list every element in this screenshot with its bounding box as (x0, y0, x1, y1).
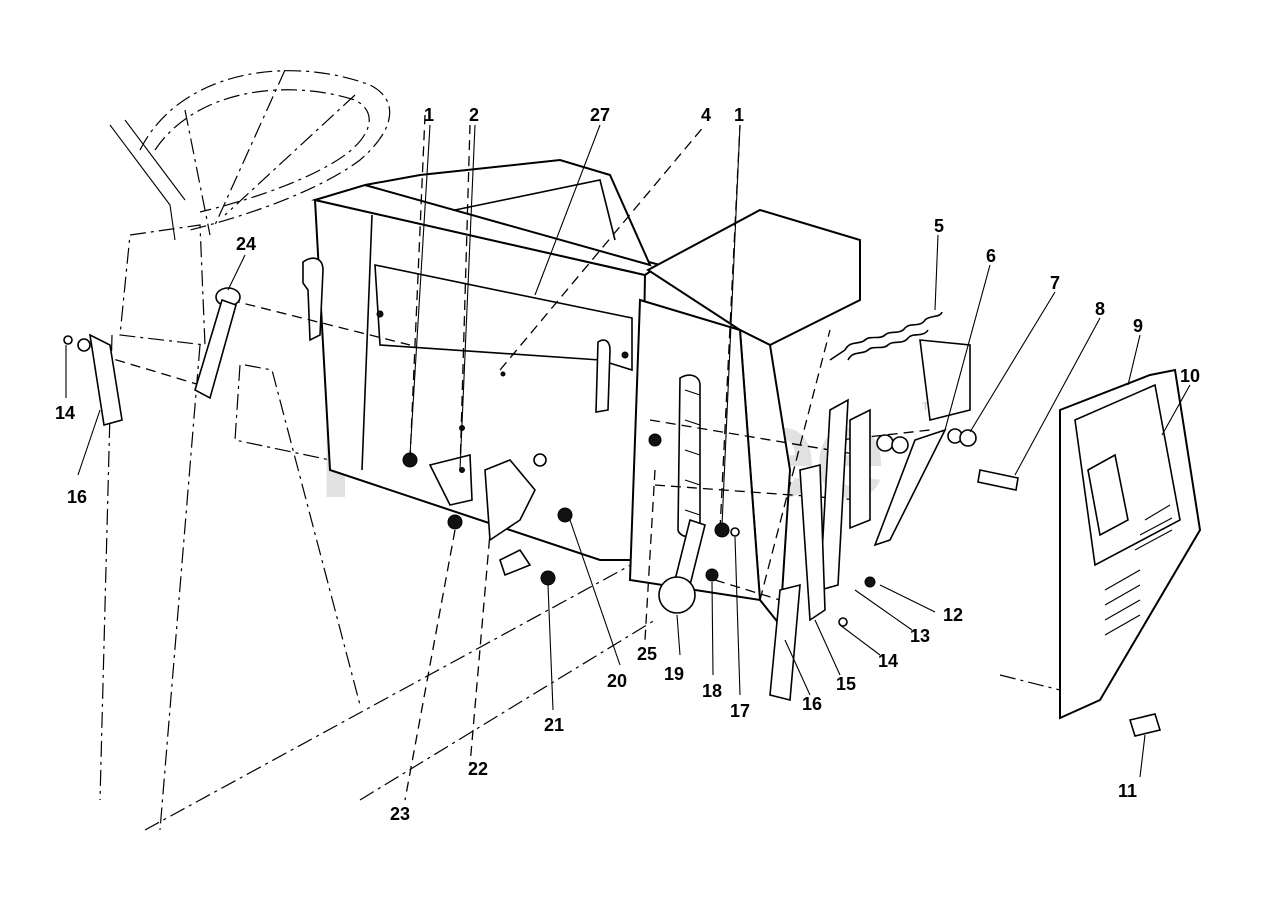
callout-21: 21 (544, 715, 564, 735)
shift-lever-assembly (648, 433, 740, 614)
fender-phantom-lines (144, 364, 1061, 831)
hood-upper (364, 158, 652, 267)
callout-9: 9 (1133, 316, 1143, 336)
callout-4: 4 (701, 105, 711, 125)
callout-5: 5 (934, 216, 944, 236)
callout-27: 27 (590, 105, 610, 125)
callout-16: 16 (802, 694, 822, 714)
callout-20: 20 (607, 671, 627, 691)
callout-11: 11 (1118, 781, 1137, 801)
center-hardware (402, 371, 573, 586)
right-linkage (769, 311, 1019, 702)
callout-2: 2 (469, 105, 479, 125)
callout-labels: 1 2 27 4 1 5 6 7 8 9 10 24 14 16 12 13 1… (55, 105, 1200, 824)
callout-6: 6 (986, 246, 996, 266)
callout-1: 1 (734, 105, 744, 125)
callout-13: 13 (910, 626, 930, 646)
callout-leaders (65, 124, 1191, 778)
callout-17: 17 (730, 701, 750, 721)
callout-24: 24 (236, 234, 256, 254)
callout-16: 16 (67, 487, 87, 507)
callout-25: 25 (637, 644, 657, 664)
callout-15: 15 (836, 674, 856, 694)
callout-8: 8 (1095, 299, 1105, 319)
left-lever-assembly (63, 287, 241, 427)
callout-18: 18 (702, 681, 722, 701)
callout-23: 23 (390, 804, 410, 824)
side-panel (1059, 368, 1202, 737)
callout-1: 1 (424, 105, 434, 125)
callout-7: 7 (1050, 273, 1060, 293)
callout-14: 14 (878, 651, 898, 671)
dash-panel (302, 183, 719, 561)
callout-19: 19 (664, 664, 684, 684)
callout-12: 12 (943, 605, 963, 625)
steering-wheel-phantom (99, 69, 391, 831)
callout-10: 10 (1180, 366, 1200, 386)
callout-22: 22 (468, 759, 488, 779)
callout-14: 14 (55, 403, 75, 423)
